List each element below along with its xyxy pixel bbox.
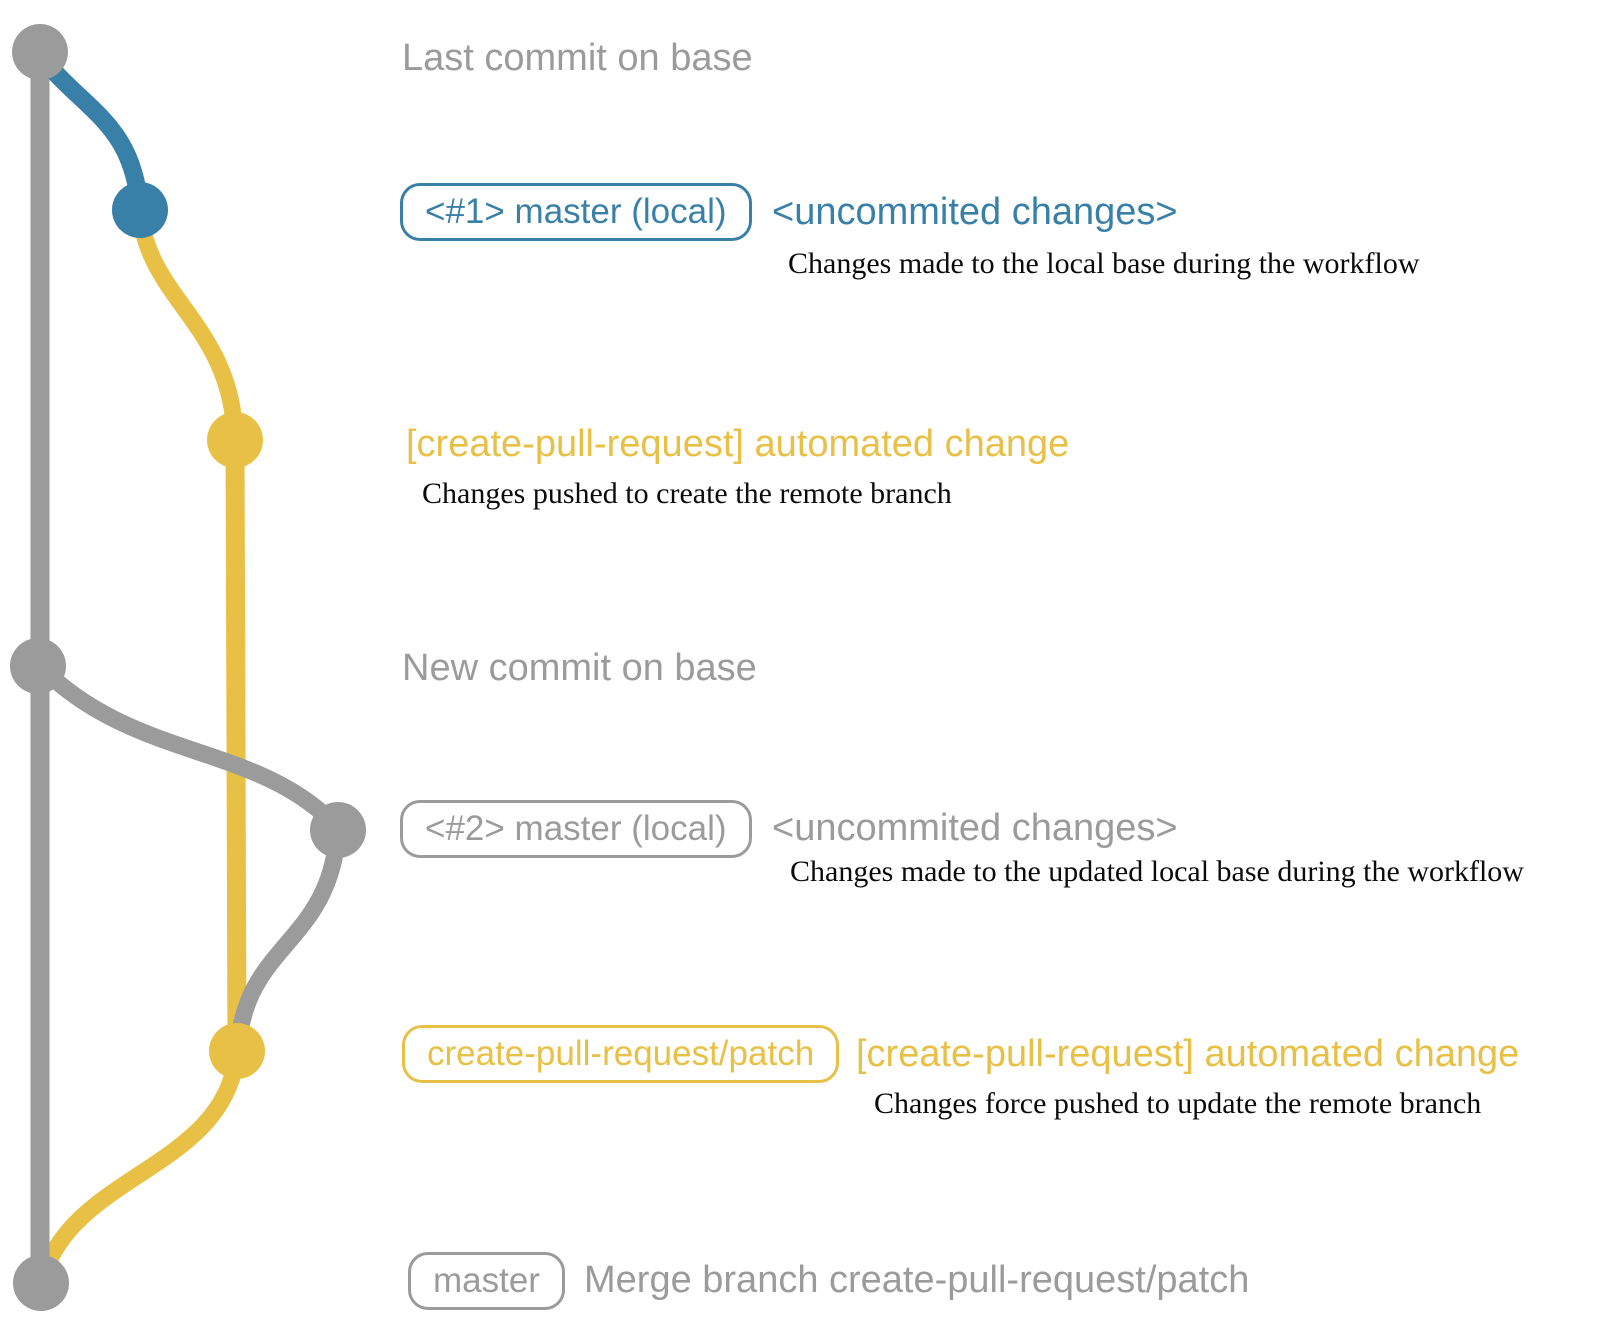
uncommitted-changes-note-1: <uncommited changes> [772,191,1178,233]
branch-tag-master-local-1: <#1> master (local) [400,183,752,241]
merge-commit-message: Merge branch create-pull-request/patch [584,1259,1250,1301]
push1-description: Changes pushed to create the remote bran… [422,477,952,510]
uncommitted-changes-note-2: <uncommited changes> [772,807,1178,849]
commit-dot-remote-2 [209,1023,265,1079]
branch-local2-curve-from-base [31,657,347,837]
local1-description: Changes made to the local base during th… [788,247,1420,280]
automated-change-note-2: [create-pull-request] automated change [856,1033,1520,1075]
commit-dot-merge [13,1255,69,1311]
commit-graph [10,24,366,1311]
new-commit-label: New commit on base [402,647,757,689]
commit-dot-new-base [10,638,66,694]
branch-tag-master: master [408,1252,565,1310]
branch-patch-vertical-line [225,430,247,1062]
commit-dot-remote-1 [207,412,263,468]
branch-tag-master-local-2: <#2> master (local) [400,800,752,858]
push2-description: Changes force pushed to update the remot… [874,1087,1482,1120]
branch-patch-merge-curve [33,1043,246,1289]
branch-tag-create-pull-request-patch: create-pull-request/patch [402,1025,840,1083]
commit-dot-local-2 [310,802,366,858]
commit-dot-local-1 [112,182,168,238]
local2-description: Changes made to the updated local base d… [790,855,1524,888]
branch-local2-rebase-curve [229,821,347,1057]
last-commit-label: Last commit on base [402,37,753,79]
automated-change-note-1: [create-pull-request] automated change [406,423,1070,465]
commit-dot-last-base [12,24,68,80]
branch-patch-curve-from-local1 [131,203,244,449]
